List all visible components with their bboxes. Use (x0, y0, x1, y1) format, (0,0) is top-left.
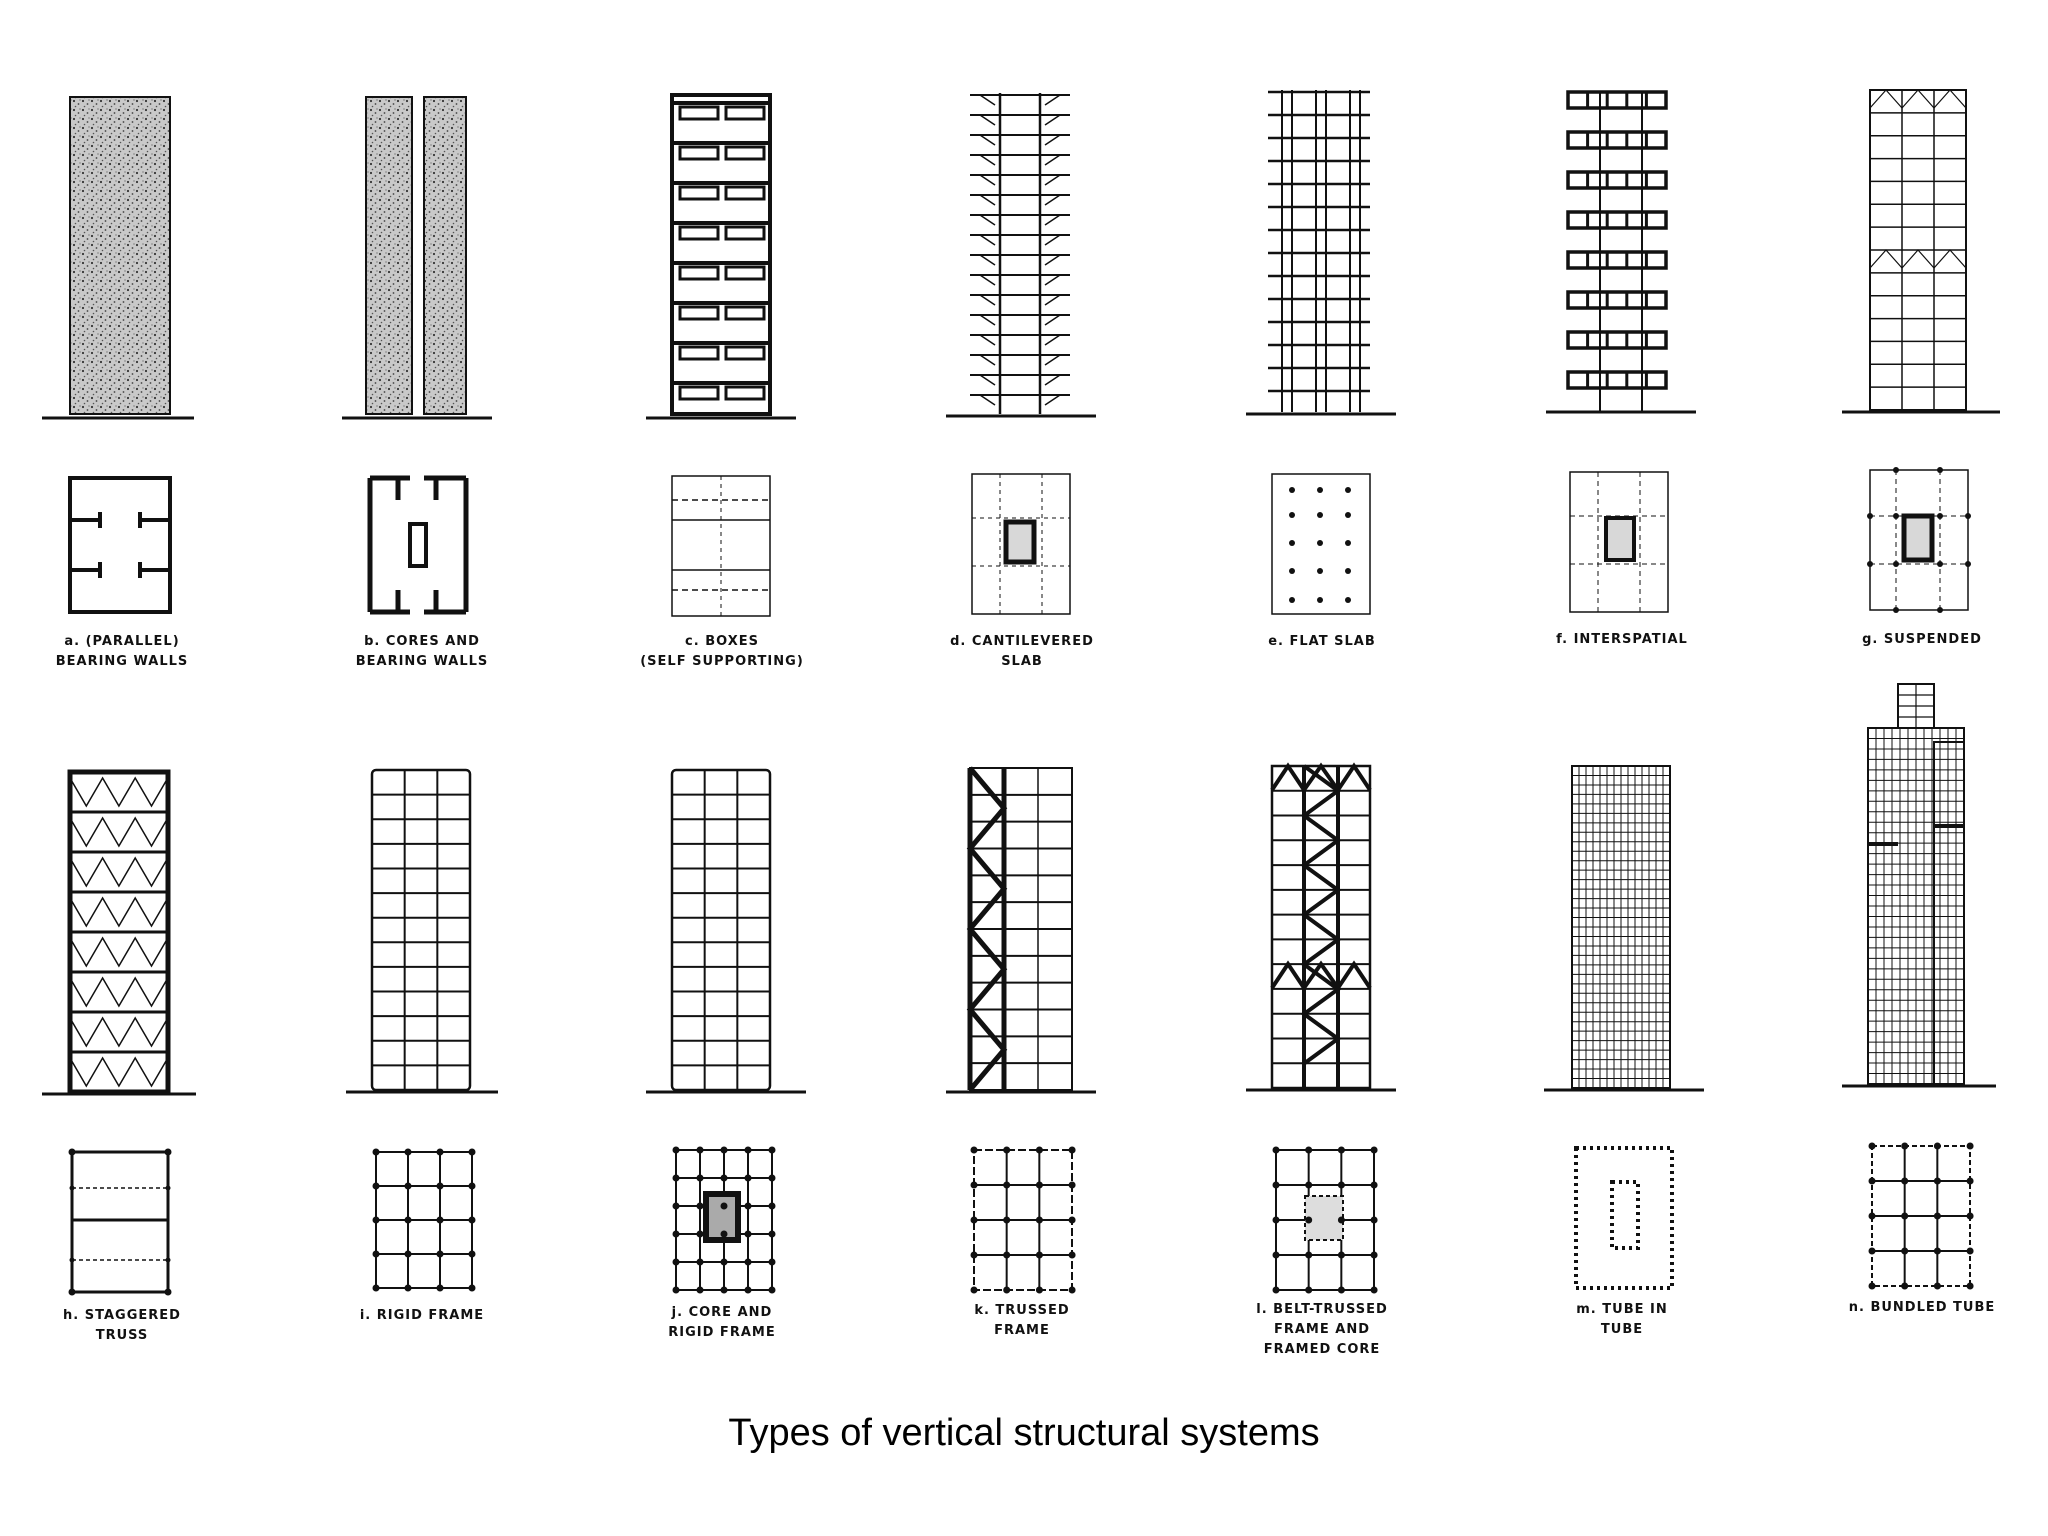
elevation-i (346, 768, 498, 1094)
plan-i (372, 1148, 476, 1292)
label-g: g. SUSPENDED (1862, 632, 1982, 647)
elevation-k (946, 766, 1096, 1094)
elevation-a (42, 96, 194, 420)
plan-k (970, 1146, 1076, 1294)
plan-j (672, 1146, 776, 1294)
elevation-h (42, 769, 196, 1096)
label-c: c. BOXES (SELF SUPPORTING) (640, 634, 804, 669)
label-i: i. RIGID FRAME (359, 1308, 485, 1323)
elevation-l (1246, 762, 1396, 1092)
label-f: f. INTERSPATIAL (1556, 632, 1688, 647)
plan-f (1569, 471, 1669, 613)
plan-c (671, 475, 771, 617)
plan-e (1271, 473, 1371, 615)
elevation-j (646, 768, 806, 1094)
plan-b (367, 475, 469, 615)
plan-a (68, 476, 172, 614)
plan-l (1272, 1146, 1378, 1294)
plan-n (1868, 1142, 1974, 1290)
figure-caption: Types of vertical structural systems (728, 1412, 1320, 1454)
label-b: b. CORES AND BEARING WALLS (355, 634, 489, 669)
label-d: d. CANTILEVERED SLAB (950, 634, 1094, 669)
label-n: n. BUNDLED TUBE (1848, 1300, 1996, 1315)
label-l: l. BELT-TRUSSED FRAME AND FRAMED CORE (1256, 1302, 1388, 1357)
label-h: h. STAGGERED TRUSS (63, 1308, 181, 1343)
elevation-g (1842, 89, 2000, 414)
label-j: j. CORE AND RIGID FRAME (668, 1305, 776, 1340)
elevation-n (1842, 683, 1996, 1088)
elevation-e (1246, 90, 1396, 416)
label-m: m. TUBE IN TUBE (1576, 1302, 1668, 1337)
plan-g (1867, 467, 1971, 613)
label-a: a. (PARALLEL) BEARING WALLS (55, 634, 189, 669)
elevation-d (946, 93, 1096, 418)
elevation-m (1544, 765, 1704, 1092)
plan-h (68, 1148, 172, 1296)
plan-d (971, 473, 1071, 615)
elevation-f (1546, 90, 1696, 414)
elevation-c (646, 93, 796, 420)
label-k: k. TRUSSED FRAME (974, 1303, 1070, 1338)
label-e: e. FLAT SLAB (1268, 634, 1376, 649)
elevation-b (342, 96, 492, 420)
plan-m (1574, 1146, 1674, 1290)
